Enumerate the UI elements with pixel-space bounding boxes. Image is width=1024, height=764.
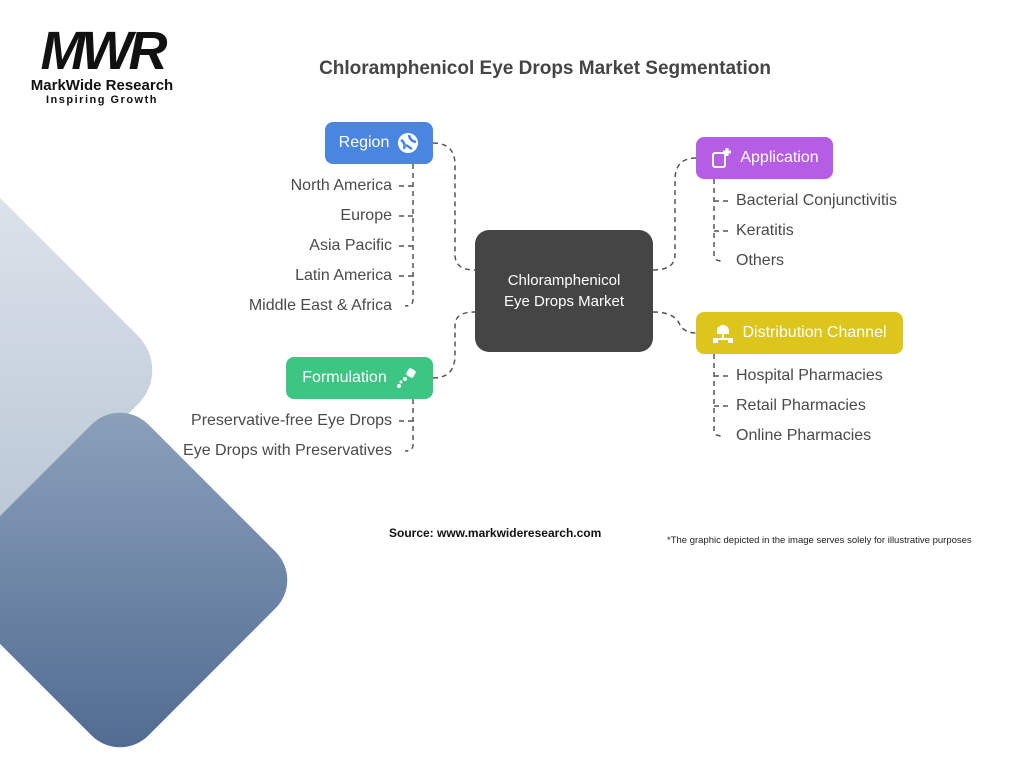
connectors	[399, 142, 728, 452]
network-icon	[712, 322, 734, 344]
logo: MWR MarkWide Research Inspiring Growth	[22, 24, 182, 106]
center-label-line1: Chloramphenicol	[507, 272, 621, 289]
list-item: North America	[290, 177, 392, 194]
category-label: Formulation	[302, 369, 387, 386]
category-region: Region	[325, 122, 433, 164]
list-item: Middle East & Africa	[248, 297, 392, 314]
center-label-line2: Eye Drops Market	[503, 293, 625, 310]
list-item: Europe	[340, 207, 392, 224]
category-label: Distribution Channel	[742, 324, 887, 341]
logo-tagline: Inspiring Growth	[46, 94, 158, 106]
list-item: Eye Drops with Preservatives	[183, 442, 392, 459]
source-text: Source: www.markwideresearch.com	[389, 526, 602, 540]
list-item: Asia Pacific	[309, 237, 392, 254]
logo-mark: MWR	[40, 21, 168, 81]
list-item: Hospital Pharmacies	[736, 367, 883, 384]
list-item: Online Pharmacies	[736, 427, 872, 444]
globe-icon	[397, 132, 419, 154]
medical-device-icon	[710, 147, 732, 169]
page-title: Chloramphenicol Eye Drops Market Segment…	[319, 58, 771, 79]
category-application: Application	[696, 137, 833, 179]
category-formulation: Formulation	[286, 357, 433, 399]
category-label: Region	[338, 134, 390, 151]
list-item: Keratitis	[736, 222, 794, 239]
list-item: Preservative-free Eye Drops	[191, 412, 392, 429]
disclaimer-text: *The graphic depicted in the image serve…	[667, 535, 972, 546]
list-item: Latin America	[295, 267, 392, 284]
center-node: Chloramphenicol Eye Drops Market	[475, 230, 653, 352]
eye-dropper-icon	[395, 367, 417, 389]
category-label: Application	[740, 149, 819, 166]
list-item: Bacterial Conjunctivitis	[736, 192, 897, 209]
logo-name: MarkWide Research	[30, 77, 174, 94]
list-item: Retail Pharmacies	[736, 397, 866, 414]
category-distribution-channel: Distribution Channel	[696, 312, 903, 354]
list-item: Others	[736, 252, 785, 269]
